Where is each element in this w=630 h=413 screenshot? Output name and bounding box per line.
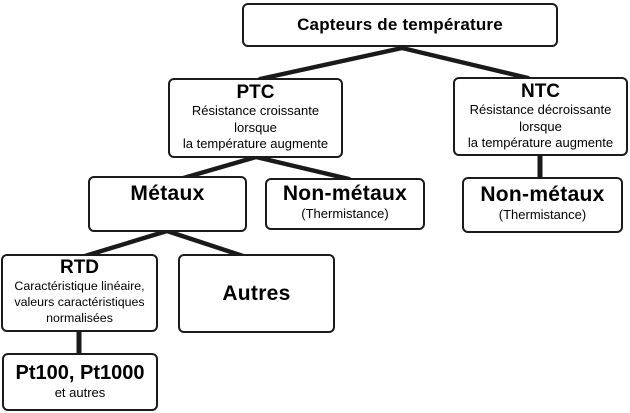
node-title: NTC <box>520 81 561 102</box>
node-title: Métaux <box>130 182 205 205</box>
node-title: PTC <box>236 82 275 103</box>
node-non-metaux-ntc: Non-métaux (Thermistance) <box>462 177 623 233</box>
connector-metaux-rtd <box>82 228 170 259</box>
node-ptc: PTC Résistance croissante lorsque la tem… <box>168 78 343 158</box>
connector-metaux-autres <box>164 228 246 259</box>
node-metaux: Métaux <box>88 176 247 232</box>
node-description-line: Caractéristique linéaire, <box>14 279 145 293</box>
node-description-line: Résistance croissante <box>191 103 320 118</box>
node-subtitle: (Thermistance) <box>498 207 587 222</box>
node-title: Non-métaux <box>282 182 408 205</box>
node-subtitle: (Thermistance) <box>301 206 389 221</box>
node-description-line: la température augmente <box>182 136 329 151</box>
node-capteurs-de-temperature: Capteurs de température <box>242 3 558 47</box>
connector-ptc-metaux <box>177 154 259 182</box>
connector-root-ptc <box>257 45 405 82</box>
node-non-metaux-ptc: Non-métaux (Thermistance) <box>265 178 425 230</box>
node-title: RTD <box>59 257 100 278</box>
node-autres: Autres <box>178 254 335 333</box>
node-title: Autres <box>222 281 291 305</box>
node-description-line: Résistance décroissante <box>469 102 612 117</box>
node-title: Pt100, Pt1000 <box>15 362 145 385</box>
node-title: Capteurs de température <box>297 14 503 34</box>
node-subtitle: et autres <box>54 385 106 401</box>
connector-ptc-nonmetaux <box>253 154 352 182</box>
node-description-line: normalisées <box>46 311 113 325</box>
node-rtd: RTD Caractéristique linéaire, valeurs ca… <box>1 254 158 332</box>
node-pt100-pt1000: Pt100, Pt1000 et autres <box>2 353 158 411</box>
node-description-line: lorsque <box>234 119 277 135</box>
connector-root-ntc <box>399 45 531 81</box>
node-description-line: lorsque <box>519 118 562 134</box>
node-title: Non-métaux <box>480 183 605 206</box>
node-description-line: la température augmente <box>467 135 614 150</box>
node-description-line: valeurs caractéristiques <box>14 295 145 309</box>
node-ntc: NTC Résistance décroissante lorsque la t… <box>453 77 628 156</box>
